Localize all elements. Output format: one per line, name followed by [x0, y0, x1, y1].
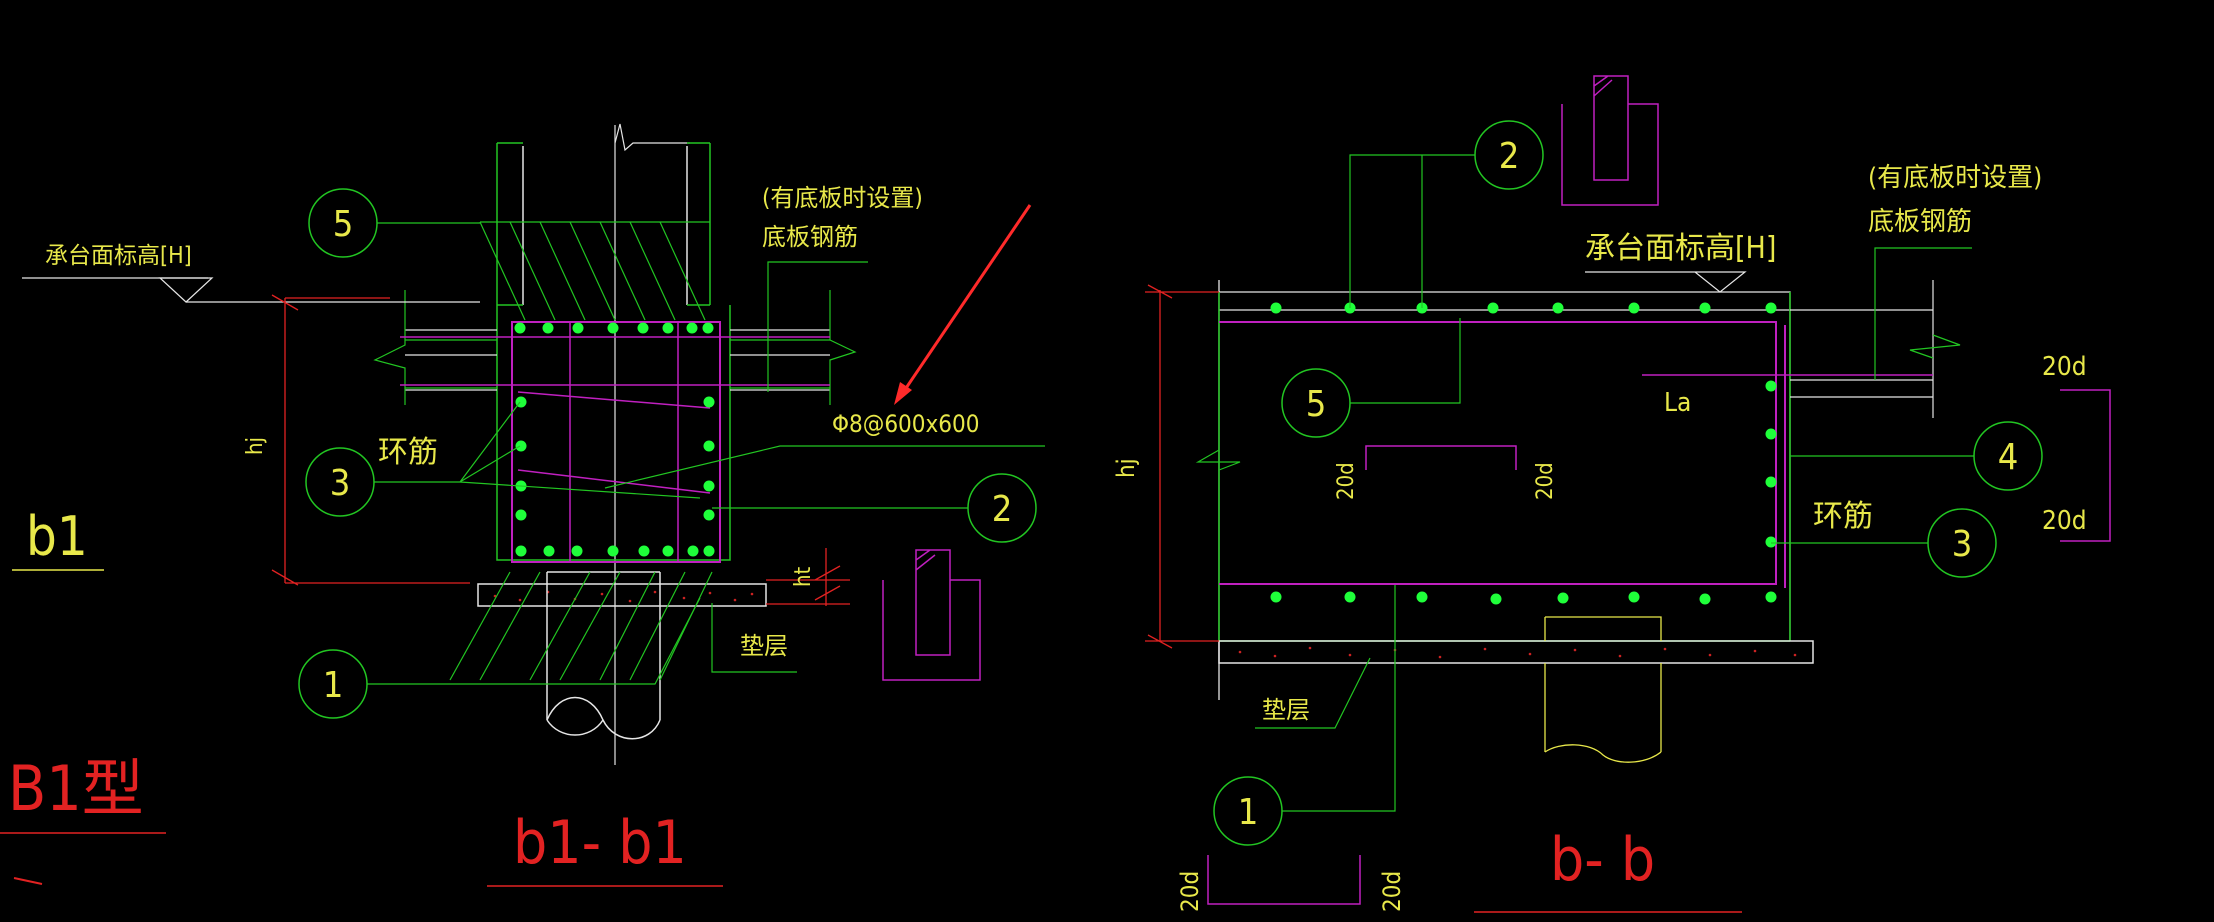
right-hj-dim — [1145, 284, 1219, 649]
left-marker-3: 3 — [330, 463, 351, 504]
annotation-arrowhead-icon — [894, 382, 912, 405]
right-note-leader — [1874, 247, 1972, 380]
left-tie-label: 环筋 — [378, 435, 438, 470]
right-tie-label: 环筋 — [1813, 499, 1873, 534]
left-rebar-detail — [882, 549, 981, 681]
right-cushion-speckle — [1238, 646, 1797, 659]
right-marker-2-leader — [1349, 154, 1475, 308]
left-side-rebar-dots — [515, 396, 715, 521]
left-section-title: b1- b1 — [513, 808, 687, 878]
left-ht-dim — [766, 548, 850, 606]
right-elev-label: 承台面标高[H] — [1585, 231, 1776, 266]
right-top-rebar-dots — [1270, 302, 1777, 314]
right-note-bottom-rebar: 底板钢筋 — [1868, 207, 1972, 237]
left-bottom-rebar-dots — [515, 545, 715, 557]
right-20d-bracket — [2060, 389, 2111, 542]
right-bottom-20d-left: 20d — [1176, 871, 1204, 912]
left-column-outline — [522, 146, 688, 305]
left-marker-2: 2 — [992, 489, 1013, 530]
right-section: 20d 20d 承台面标高[H] — [1112, 75, 2111, 913]
left-note-leader — [767, 261, 868, 392]
left-cushion-speckle — [493, 590, 754, 603]
left-marker-5: 5 — [333, 204, 354, 245]
left-pile-break — [546, 696, 661, 740]
left-cage-inner — [517, 322, 711, 562]
left-top-rebar-dots — [514, 322, 714, 334]
right-note-setting: (有底板时设置) — [1868, 163, 2042, 193]
right-elev-leader — [1585, 271, 1747, 293]
left-marker-1-leader — [367, 597, 701, 685]
left-slab-green-lines — [405, 339, 830, 389]
right-left-break — [1195, 449, 1241, 471]
right-bottom-20d-right: 20d — [1378, 871, 1406, 912]
right-dim-20d-bottom: 20d — [2042, 506, 2087, 536]
left-slab-magenta-lines — [400, 336, 830, 386]
left-slab-lines — [405, 329, 830, 391]
left-note-bottom-rebar: 底板钢筋 — [762, 223, 858, 251]
right-marker-3: 3 — [1952, 524, 1973, 565]
left-hj-label: hj — [243, 437, 268, 455]
red-tick-mark — [13, 877, 43, 885]
right-slab-lines — [1790, 280, 1934, 418]
left-note-setting: (有底板时设置) — [762, 184, 923, 212]
left-slab-break-right — [829, 290, 857, 405]
right-marker-4: 4 — [1998, 437, 2019, 478]
right-cap-outline — [1218, 280, 1791, 700]
right-section-title: b- b — [1550, 825, 1655, 895]
right-side-rebar-dots — [1765, 380, 1777, 548]
right-marker-1: 1 — [1238, 792, 1259, 833]
right-marker-5: 5 — [1306, 384, 1327, 425]
left-pile-hatch — [449, 571, 713, 681]
left-axis-break — [614, 123, 690, 152]
left-hj-dim — [271, 294, 470, 586]
left-cushion-leader — [711, 603, 797, 673]
right-marker-5-leader — [1350, 318, 1461, 404]
right-slab-break — [1909, 334, 1961, 359]
right-cushion-layer — [1218, 640, 1814, 664]
left-slab-break-left — [373, 290, 406, 405]
right-pile-break — [1544, 744, 1662, 763]
left-spec-leader — [604, 445, 1045, 489]
right-cushion-label: 垫层 — [1262, 696, 1310, 724]
left-marker-1: 1 — [323, 665, 344, 706]
left-column-hatch — [479, 221, 710, 321]
left-side-labels: b1 B1型 — [0, 505, 166, 885]
left-cap-outline — [496, 305, 731, 561]
right-cap-green-outline — [1218, 292, 1791, 642]
right-hj-label: hj — [1112, 458, 1140, 478]
left-spec-label: Φ8@600x600 — [832, 410, 980, 438]
annotation-arrow — [898, 204, 1032, 398]
right-bottom-bracket — [1207, 855, 1361, 905]
right-inner-bracket — [1365, 445, 1517, 470]
right-marker-1-leader — [1282, 585, 1396, 812]
right-inner-20d-right: 20d — [1533, 462, 1558, 500]
left-ht-label: ht — [791, 566, 816, 587]
right-rebar-cage — [1219, 321, 1786, 588]
left-elev-triangle — [158, 277, 214, 303]
right-bottom-rebar-dots — [1270, 591, 1777, 605]
right-inner-20d-left: 20d — [1334, 462, 1359, 500]
right-la-label: La — [1664, 388, 1691, 418]
left-elev-label: 承台面标高[H] — [45, 243, 192, 269]
right-rebar-detail — [1561, 75, 1659, 206]
left-pile — [546, 571, 661, 720]
right-marker-2: 2 — [1499, 136, 1520, 177]
right-dim-20d-top: 20d — [2042, 352, 2087, 382]
type-label: B1型 — [8, 752, 144, 825]
left-rebar-cage — [511, 321, 721, 563]
right-cushion-leader — [1255, 657, 1371, 729]
left-top-outline — [496, 142, 711, 306]
left-cushion-label: 垫层 — [740, 632, 788, 660]
left-section: 承台面标高[H] hj ht 5 3 环筋 1 2 Φ8@600x600 (有底… — [22, 123, 1045, 887]
left-marker-3-leader — [374, 401, 701, 499]
b1-label: b1 — [26, 505, 88, 568]
right-pile — [1544, 616, 1662, 752]
left-cushion-layer — [477, 583, 767, 607]
